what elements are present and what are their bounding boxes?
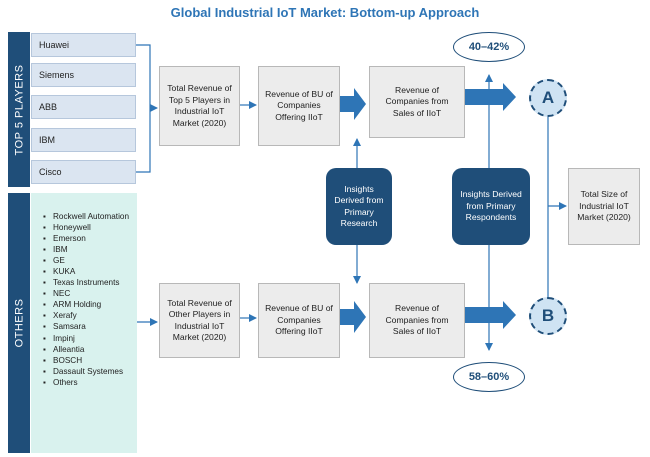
- list-item: Dassault Systemes: [43, 366, 133, 377]
- list-item: GE: [43, 255, 133, 266]
- company-ibm: IBM: [31, 128, 136, 152]
- top-bu-to-sales-fat-arrow: [340, 88, 366, 120]
- bottom-sales-revenue-box: Revenue of Companies from Sales of IIoT: [369, 283, 465, 358]
- top-sales-revenue-box: Revenue of Companies from Sales of IIoT: [369, 66, 465, 138]
- company-siemens: Siemens: [31, 63, 136, 87]
- list-item: Xerafy: [43, 310, 133, 321]
- insights-primary-research: Insights Derived from Primary Research: [326, 168, 392, 245]
- node-a-circle: A: [529, 79, 567, 117]
- top5-bracket: [136, 44, 151, 173]
- insights-primary-respondents: Insights Derived from Primary Respondent…: [452, 168, 530, 245]
- list-item: Rockwell Automation: [43, 211, 133, 222]
- list-item: Honeywell: [43, 222, 133, 233]
- list-item: Impinj: [43, 333, 133, 344]
- bottom-bu-revenue-box: Revenue of BU of Companies Offering IIoT: [258, 283, 340, 358]
- node-b-circle: B: [529, 297, 567, 335]
- bottom-bu-to-sales-fat-arrow: [340, 301, 366, 333]
- others-label: OTHERS: [8, 193, 30, 453]
- top-bu-revenue-box: Revenue of BU of Companies Offering IIoT: [258, 66, 340, 146]
- diagram-title: Global Industrial IoT Market: Bottom-up …: [170, 5, 480, 20]
- list-item: Texas Instruments: [43, 277, 133, 288]
- list-item: ARM Holding: [43, 299, 133, 310]
- list-item: NEC: [43, 288, 133, 299]
- company-abb: ABB: [31, 95, 136, 119]
- list-item: Alleantia: [43, 344, 133, 355]
- top5-players-label: TOP 5 PLAYERS: [8, 32, 30, 187]
- top-total-revenue-box: Total Revenue of Top 5 Players in Indust…: [159, 66, 240, 146]
- list-item: Others: [43, 377, 133, 388]
- list-item: KUKA: [43, 266, 133, 277]
- others-list-panel: Rockwell Automation Honeywell Emerson IB…: [31, 193, 137, 453]
- bottom-sales-to-b-fat-arrow: [465, 301, 516, 329]
- total-size-box: Total Size of Industrial IoT Market (202…: [568, 168, 640, 245]
- list-item: Samsara: [43, 321, 133, 332]
- company-cisco: Cisco: [31, 160, 136, 184]
- share-bottom-oval: 58–60%: [453, 362, 525, 392]
- top-sales-to-a-fat-arrow: [465, 83, 516, 111]
- list-item: Emerson: [43, 233, 133, 244]
- others-company-list: Rockwell Automation Honeywell Emerson IB…: [43, 211, 133, 388]
- list-item: IBM: [43, 244, 133, 255]
- list-item: BOSCH: [43, 355, 133, 366]
- bottom-total-revenue-box: Total Revenue of Other Players in Indust…: [159, 283, 240, 358]
- share-top-oval: 40–42%: [453, 32, 525, 62]
- company-huawei: Huawei: [31, 33, 136, 57]
